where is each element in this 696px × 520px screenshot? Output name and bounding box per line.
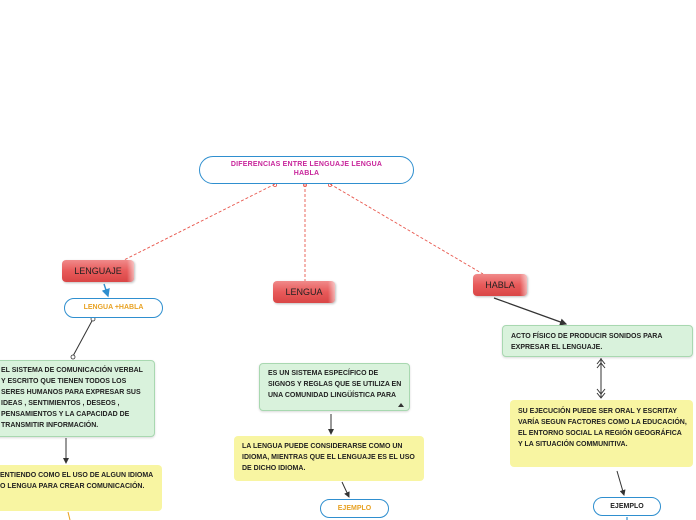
lenguaje-definition-text: EL SISTEMA DE COMUNICACIÓN VERBAL Y ESCR…	[1, 367, 143, 429]
extra-to-example-arrow-habla	[616, 470, 626, 496]
lenguaje-extra-node[interactable]: ENTIENDO COMO EL USO DE ALGUN IDIOMA O L…	[0, 465, 162, 511]
habla-to-definition-arrow	[493, 297, 568, 326]
lengua-extra-text: LA LENGUA PUEDE CONSIDERARSE COMO UN IDI…	[242, 443, 415, 472]
habla-example-label: EJEMPLO	[610, 503, 644, 510]
lenguaje-extra-text: ENTIENDO COMO EL USO DE ALGUN IDIOMA O L…	[0, 472, 153, 490]
extra-to-example-arrow-lengua	[341, 481, 350, 498]
habla-extra-text: SU EJECUCIÓN PUEDE SER ORAL Y ESCRITAY V…	[518, 408, 687, 448]
topic-lenguaje-label: LENGUAJE	[74, 266, 122, 276]
formula-to-definition-line	[72, 318, 94, 357]
root-topic[interactable]: DIFERENCIAS ENTRE LENGUAJE LENGUA HABLA	[199, 156, 414, 184]
extra-bottom-stub	[67, 511, 71, 520]
lenguaje-definition-node[interactable]: EL SISTEMA DE COMUNICACIÓN VERBAL Y ESCR…	[0, 360, 155, 437]
lengua-definition-node[interactable]: ES UN SISTEMA ESPECÍFICO DE SIGNOS Y REG…	[259, 363, 410, 411]
collapse-triangle-icon[interactable]	[398, 403, 404, 407]
lengua-example-node[interactable]: EJEMPLO	[320, 499, 389, 518]
topic-lengua[interactable]: LENGUA	[273, 281, 335, 303]
double-chevron-down-icon	[596, 388, 606, 399]
root-to-habla-link	[329, 183, 484, 275]
lenguaje-to-formula-arrow	[101, 283, 110, 298]
habla-extra-node[interactable]: SU EJECUCIÓN PUEDE SER ORAL Y ESCRITAY V…	[510, 400, 693, 467]
topic-habla[interactable]: HABLA	[473, 274, 527, 296]
root-to-lenguaje-link	[123, 183, 276, 261]
lengua-definition-text: ES UN SISTEMA ESPECÍFICO DE SIGNOS Y REG…	[268, 370, 402, 399]
lengua-extra-node[interactable]: LA LENGUA PUEDE CONSIDERARSE COMO UN IDI…	[234, 436, 424, 481]
definition-top-handle	[70, 354, 76, 360]
habla-definition-node[interactable]: ACTO FÍSICO DE PRODUCIR SONIDOS PARA EXP…	[502, 325, 693, 357]
habla-example-node[interactable]: EJEMPLO	[593, 497, 661, 516]
lenguaje-formula-node[interactable]: LENGUA +HABLA	[64, 298, 163, 318]
topic-lengua-label: LENGUA	[285, 287, 323, 297]
topic-lenguaje[interactable]: LENGUAJE	[62, 260, 134, 282]
lenguaje-formula-text: LENGUA +HABLA	[83, 304, 144, 311]
root-title: DIFERENCIAS ENTRE LENGUAJE LENGUA HABLA	[230, 161, 383, 177]
double-chevron-up-icon	[596, 358, 606, 369]
habla-definition-text: ACTO FÍSICO DE PRODUCIR SONIDOS PARA EXP…	[511, 333, 663, 351]
lengua-example-label: EJEMPLO	[337, 505, 372, 512]
topic-habla-label: HABLA	[485, 280, 515, 290]
